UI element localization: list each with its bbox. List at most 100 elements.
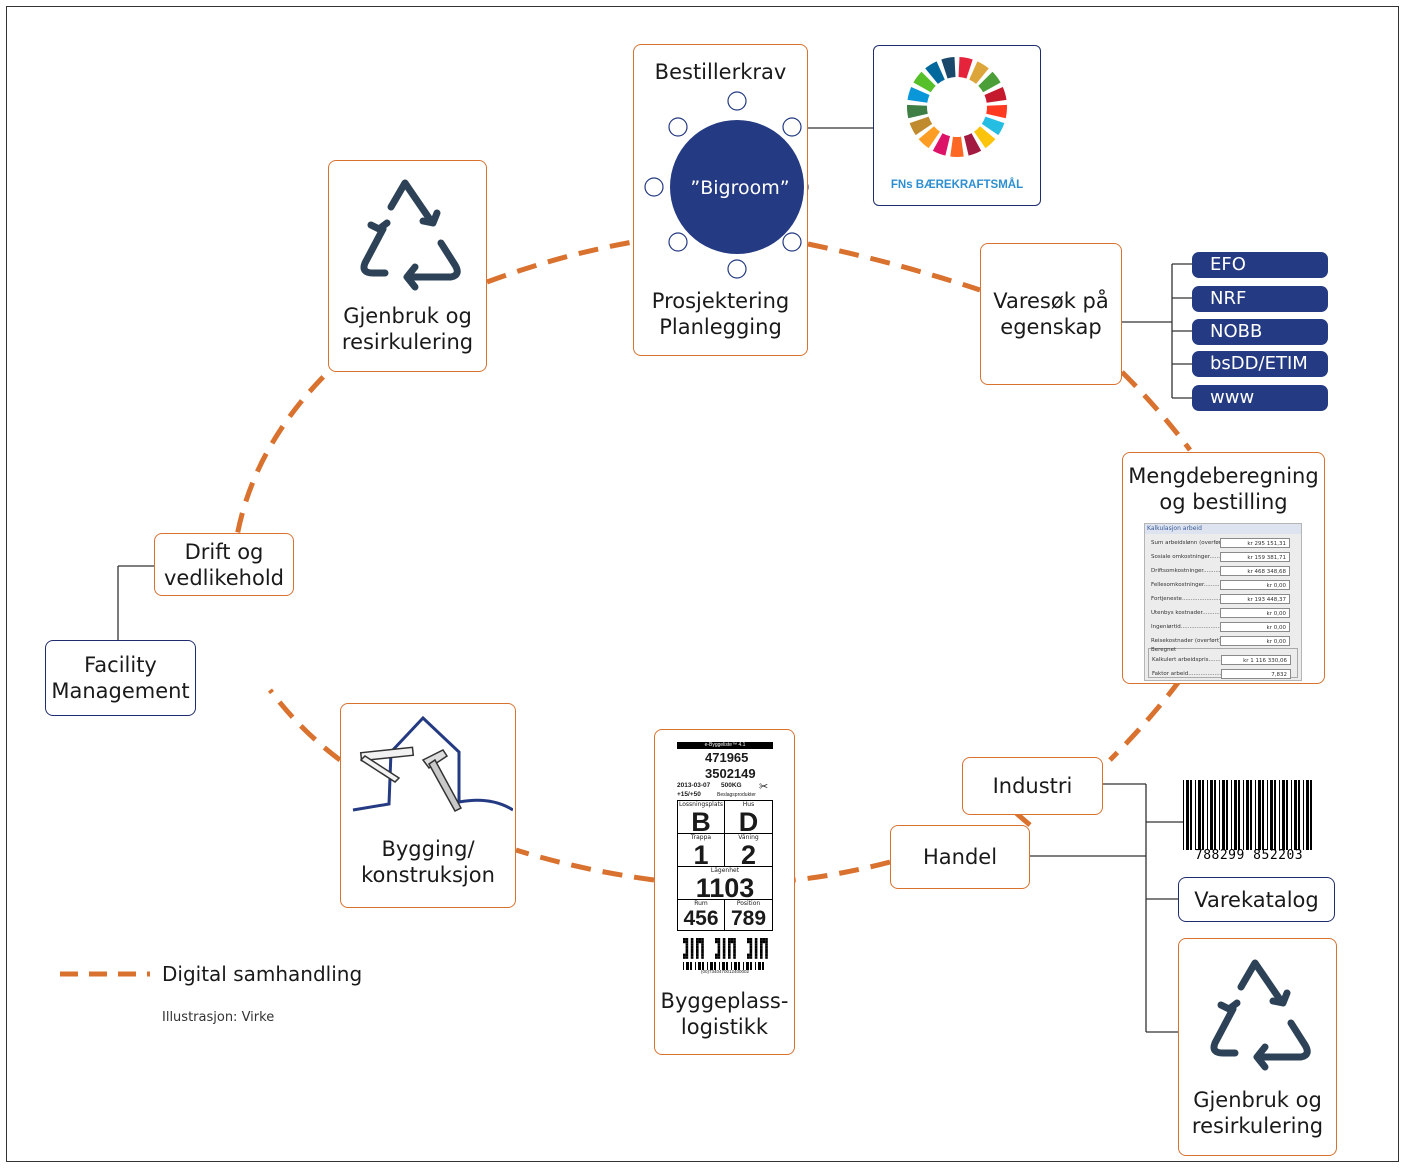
barcode-bar [683,962,684,970]
calc-row: Driftsomkostninger...........kr 468 348,… [1145,564,1295,579]
barcode-bar [1243,780,1244,850]
logistikk-box: e-Byggeliste™ 4.1 471965 3502149 2013-03… [654,729,795,1055]
calc-row: Fortjeneste.......................kr 193… [1145,592,1295,607]
qr-module [690,940,694,944]
qr-module [701,956,704,959]
qr-module [696,938,699,941]
sdg-box: FNs BÆREKRAFTSMÅL [873,45,1041,206]
calc-row-value: kr 193 448,37 [1220,594,1290,604]
qr-module [733,956,736,959]
calc-row: Fellesomkostninger............kr 0,00 [1145,578,1295,593]
qr-module [696,956,699,959]
bygging-box: Bygging/ konstruksjon [340,703,516,908]
qr-module [728,948,731,951]
tag-code: +15/+50 [677,791,701,798]
barcode-bar [702,962,704,970]
round-table-icon [644,91,809,279]
qr-module [685,956,689,959]
calc-row: Faktor arbeid...................7,832 [1146,667,1296,682]
qr-module [685,940,689,944]
barcode-bar [1255,780,1256,850]
sdg-segment [963,133,982,156]
qr-module [760,945,763,949]
barcode-bar [1222,780,1225,850]
barcode-bar [731,962,732,970]
qr-module [749,948,753,951]
barcode-bar [719,962,720,970]
qr-module [701,948,704,951]
barcode-bar [750,962,752,970]
qr-module [683,938,686,941]
barcode-bar [1234,780,1237,850]
scissors-icon: ✂ [759,781,769,793]
varesok-label: Varesøk på egenskap [993,289,1109,339]
qr-module [728,940,731,944]
qr-module [749,945,753,949]
qr-module [690,956,694,959]
calc-row-name: Fortjeneste....................... [1151,596,1223,602]
qr-module [754,940,758,944]
planning-caption: Prosjektering Planlegging [651,289,790,339]
qr-module [690,948,694,951]
qr-module [733,948,736,951]
sdg-segment [907,86,930,103]
sdg-segment [950,136,964,157]
sdg-segment [913,71,936,93]
mengde-label: Mengdeberegning og bestilling [1128,464,1319,514]
source-www: www [1192,385,1328,411]
barcode-bar [722,962,725,970]
legend-label: Digital samhandling [162,962,363,986]
barcode-bar [755,962,756,970]
qr-module [760,948,763,951]
calc-row: Sosiale omkostninger........kr 159 381,7… [1145,550,1295,565]
barcode-bar [1210,780,1213,850]
handel-box: Handel [890,825,1030,889]
house-hammer-icon [352,715,513,812]
qr-module [728,956,731,959]
qr-module [749,943,753,946]
calc-row-name: Fellesomkostninger............ [1151,582,1225,588]
sdg-segment [984,86,1007,103]
drift-label: Drift og vedlikehold [163,540,284,590]
sdg-segment [986,104,1007,119]
qr-module [717,943,721,946]
barcode-bar [695,962,696,970]
barcode-bar [1214,780,1216,850]
barcode-bar [686,962,689,970]
barcode-bar [758,962,761,970]
tag-num1: 471965 [705,750,749,765]
barcode-bar [1207,780,1208,850]
qr-module [715,956,718,959]
calc-row-value: kr 0,00 [1220,580,1290,590]
bygging-label: Bygging/ konstruksjon [361,837,495,887]
qr-module [683,953,686,957]
qr-module [762,938,766,941]
qr-module [733,938,736,941]
barcode-bar [1310,780,1312,850]
qr-module [701,943,704,946]
qr-module [690,951,694,954]
calc-rows: Sum arbeidslønn (overført):kr 295 151,31… [1145,534,1301,646]
qr-module [747,956,750,959]
qr-module [696,940,699,944]
barcode-bar [1246,780,1249,850]
planning-box: Bestillerkrav ”Bigroom” Prosjektering Pl… [633,44,809,356]
sdg-segment [969,61,989,84]
barcode-bar [1183,780,1184,850]
calc-row: Reisekostnader (overført)kr 0,00 [1145,634,1295,649]
barcode-bar [1279,780,1280,850]
qr-module [747,940,750,944]
calc-row-value: kr 468 348,68 [1220,566,1290,576]
calc-row-value: kr 295 151,31 [1220,538,1290,548]
qr-module [728,943,731,946]
sdg-wheel-icon [907,57,1007,157]
calc-row: Kalkulert arbeidspris........kr 1 116 33… [1146,653,1296,668]
qr-module [698,940,702,944]
qr-module [722,943,726,946]
bigroom-label: ”Bigroom” [690,177,790,199]
